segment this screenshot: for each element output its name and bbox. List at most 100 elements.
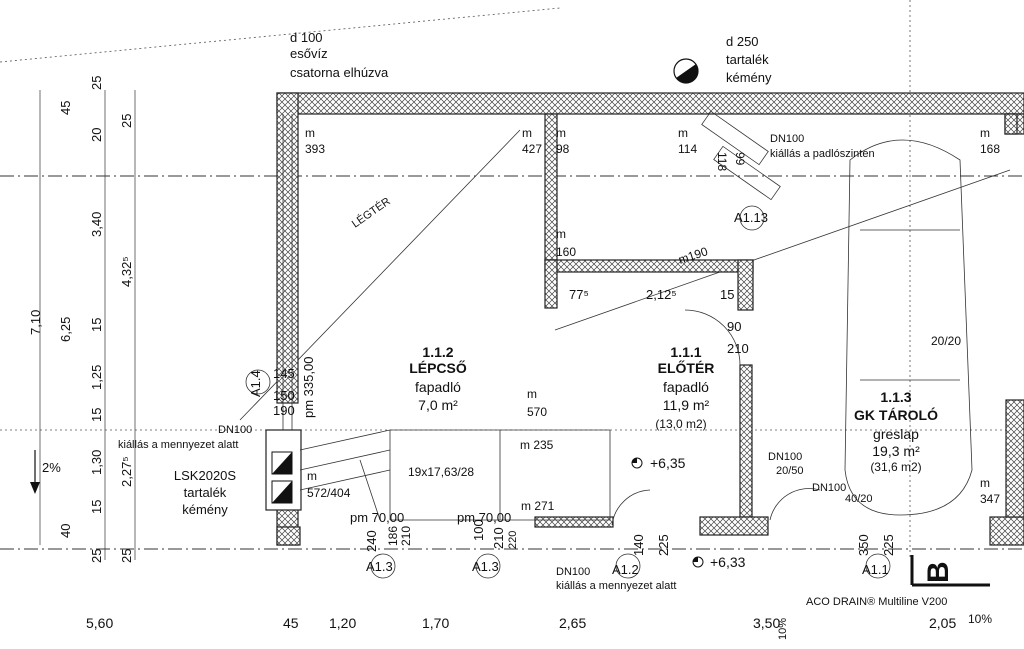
dim-190: 190: [273, 403, 295, 418]
dim-210: 210: [727, 341, 749, 356]
axis-labels: A1.4 A1.3 A1.3 A1.2 A1.1 A1.13: [248, 210, 889, 577]
dim-bottom-170: 1,70: [422, 615, 449, 631]
dim-left-15c: 15: [89, 500, 104, 514]
dim-pm70a: pm 70,00: [350, 510, 404, 525]
note-lsk-3: kémény: [182, 502, 228, 517]
dim-bottom-45: 45: [283, 615, 299, 631]
room-stair-area: 7,0 m²: [418, 397, 458, 413]
dim-100: 100: [471, 519, 486, 541]
level-hall: +6,35: [650, 455, 686, 471]
dim-left-25b: 25: [119, 114, 134, 128]
dim-10r: 10%: [777, 618, 789, 640]
dim-left-130: 1,30: [89, 450, 104, 475]
room-hall-floor: fapadló: [663, 379, 709, 395]
window-left: [282, 114, 293, 490]
dim-bottom-560: 5,60: [86, 615, 113, 631]
note-legter: LÉGTÉR: [349, 195, 393, 231]
chimney-d250-icon: [673, 58, 699, 84]
dims-inner: 77⁵ 2,12⁵ 15 90 210 145 150 190 pm 335,0…: [273, 152, 961, 640]
dim-pm335: pm 335,00: [301, 357, 316, 418]
note-chimney-2: tartalék: [726, 52, 769, 67]
note-dn100-top-1: DN100: [770, 133, 804, 145]
room-labels: 1.1.2 LÉPCSŐ fapadló 7,0 m² 1.1.1 ELŐTÉR…: [409, 344, 938, 474]
dim-15-inner: 15: [720, 287, 734, 302]
room-stair-id: 1.1.2: [422, 344, 453, 360]
room-hall-name: ELŐTÉR: [658, 359, 715, 376]
axis-a13-2: A1.3: [472, 559, 499, 574]
mark-m168-b: 168: [980, 142, 1000, 156]
mark-m393-a: m: [305, 126, 315, 140]
car-outline: [844, 139, 973, 516]
note-dn100-left-1: DN100: [218, 424, 252, 436]
note-dn100-left-2: kiállás a mennyezet alatt: [118, 439, 238, 451]
dim-left-25d: 25: [119, 549, 134, 563]
duct-a113: [701, 110, 781, 201]
mark-m572-a: m: [307, 469, 317, 483]
note-aco: ACO DRAIN® Multiline V200: [806, 596, 947, 608]
dim-210b: 210: [399, 526, 413, 546]
note-rain-2: esővíz: [290, 46, 328, 61]
axis-a113: A1.13: [734, 210, 768, 225]
level-labels: +6,35 +6,33: [650, 455, 746, 570]
dim-145: 145: [273, 366, 295, 381]
dim-bottom-120: 1,20: [329, 615, 356, 631]
dim-225b: 225: [881, 534, 896, 556]
mark-m271: m 271: [521, 499, 555, 513]
room-garage-area: 19,3 m²: [872, 443, 920, 459]
mark-m235: m 235: [520, 438, 554, 452]
section-label: B: [922, 561, 955, 583]
note-dn100-bottom-1: DN100: [556, 566, 590, 578]
axis-a13-1: A1.3: [366, 559, 393, 574]
dim-left-20: 20: [89, 128, 104, 142]
level-marker-icon: [631, 457, 704, 568]
axis-a14: A1.4: [248, 370, 263, 397]
room-garage-floor: greslap: [873, 426, 919, 442]
mark-m347-b: 347: [980, 492, 1000, 506]
slope-arrow-icon: [30, 450, 40, 494]
note-chimney-1: d 250: [726, 34, 759, 49]
dims-bottom: 5,60 45 1,20 1,70 2,65 3,50 2,05: [86, 615, 956, 631]
dim-2020: 20/20: [931, 334, 961, 348]
note-dn100-right-2: 40/20: [845, 493, 873, 505]
dim-pm70b: pm 70,00: [457, 510, 511, 525]
left-dimension-lines: [39, 90, 136, 560]
dim-150: 150: [273, 388, 295, 403]
room-garage-id: 1.1.3: [880, 389, 911, 405]
axis-lines: [0, 0, 1024, 560]
dim-left-2275: 2,27⁵: [119, 456, 134, 487]
chimney-lsk: [265, 429, 302, 511]
mark-m160-b: 160: [556, 245, 576, 259]
dims-left: 45 20 25 25 3,40 4,32⁵ 7,10 6,25 15 1,25…: [28, 76, 134, 563]
dim-left-40: 40: [58, 524, 73, 538]
dim-bottom-205: 2,05: [929, 615, 956, 631]
dim-left-25c: 25: [89, 549, 104, 563]
axis-circles: [245, 205, 891, 579]
dim-left-15b: 15: [89, 408, 104, 422]
dim-left-625: 6,25: [58, 317, 73, 342]
mark-m98-a: m: [556, 126, 566, 140]
mark-m114-a: m: [678, 126, 688, 140]
dim-2125: 2,12⁵: [646, 287, 677, 302]
axis-a11: A1.1: [862, 562, 889, 577]
dim-left-710: 7,10: [28, 310, 43, 335]
dim-140: 140: [631, 534, 646, 556]
mark-m570-a: m: [527, 387, 537, 401]
note-rain-1: d 100: [290, 30, 323, 45]
mark-m427-b: 427: [522, 142, 542, 156]
room-hall-area2: (13,0 m2): [655, 417, 706, 431]
note-dn100-mid-1: DN100: [768, 451, 802, 463]
dim-left-45: 45: [58, 101, 73, 115]
dim-stairs: 19x17,63/28: [408, 465, 474, 479]
note-dn100-right-1: DN100: [812, 482, 846, 494]
dim-775: 77⁵: [569, 287, 589, 302]
room-garage-area2: (31,6 m2): [870, 460, 921, 474]
dim-225: 225: [656, 534, 671, 556]
note-slope: 2%: [42, 460, 61, 475]
note-slope2: 10%: [968, 612, 992, 626]
dim-240: 240: [364, 530, 379, 552]
note-lsk-2: tartalék: [184, 485, 227, 500]
mark-m98-b: 98: [556, 142, 570, 156]
room-hall-area: 11,9 m²: [663, 397, 710, 413]
dim-210c: 210: [491, 527, 506, 549]
